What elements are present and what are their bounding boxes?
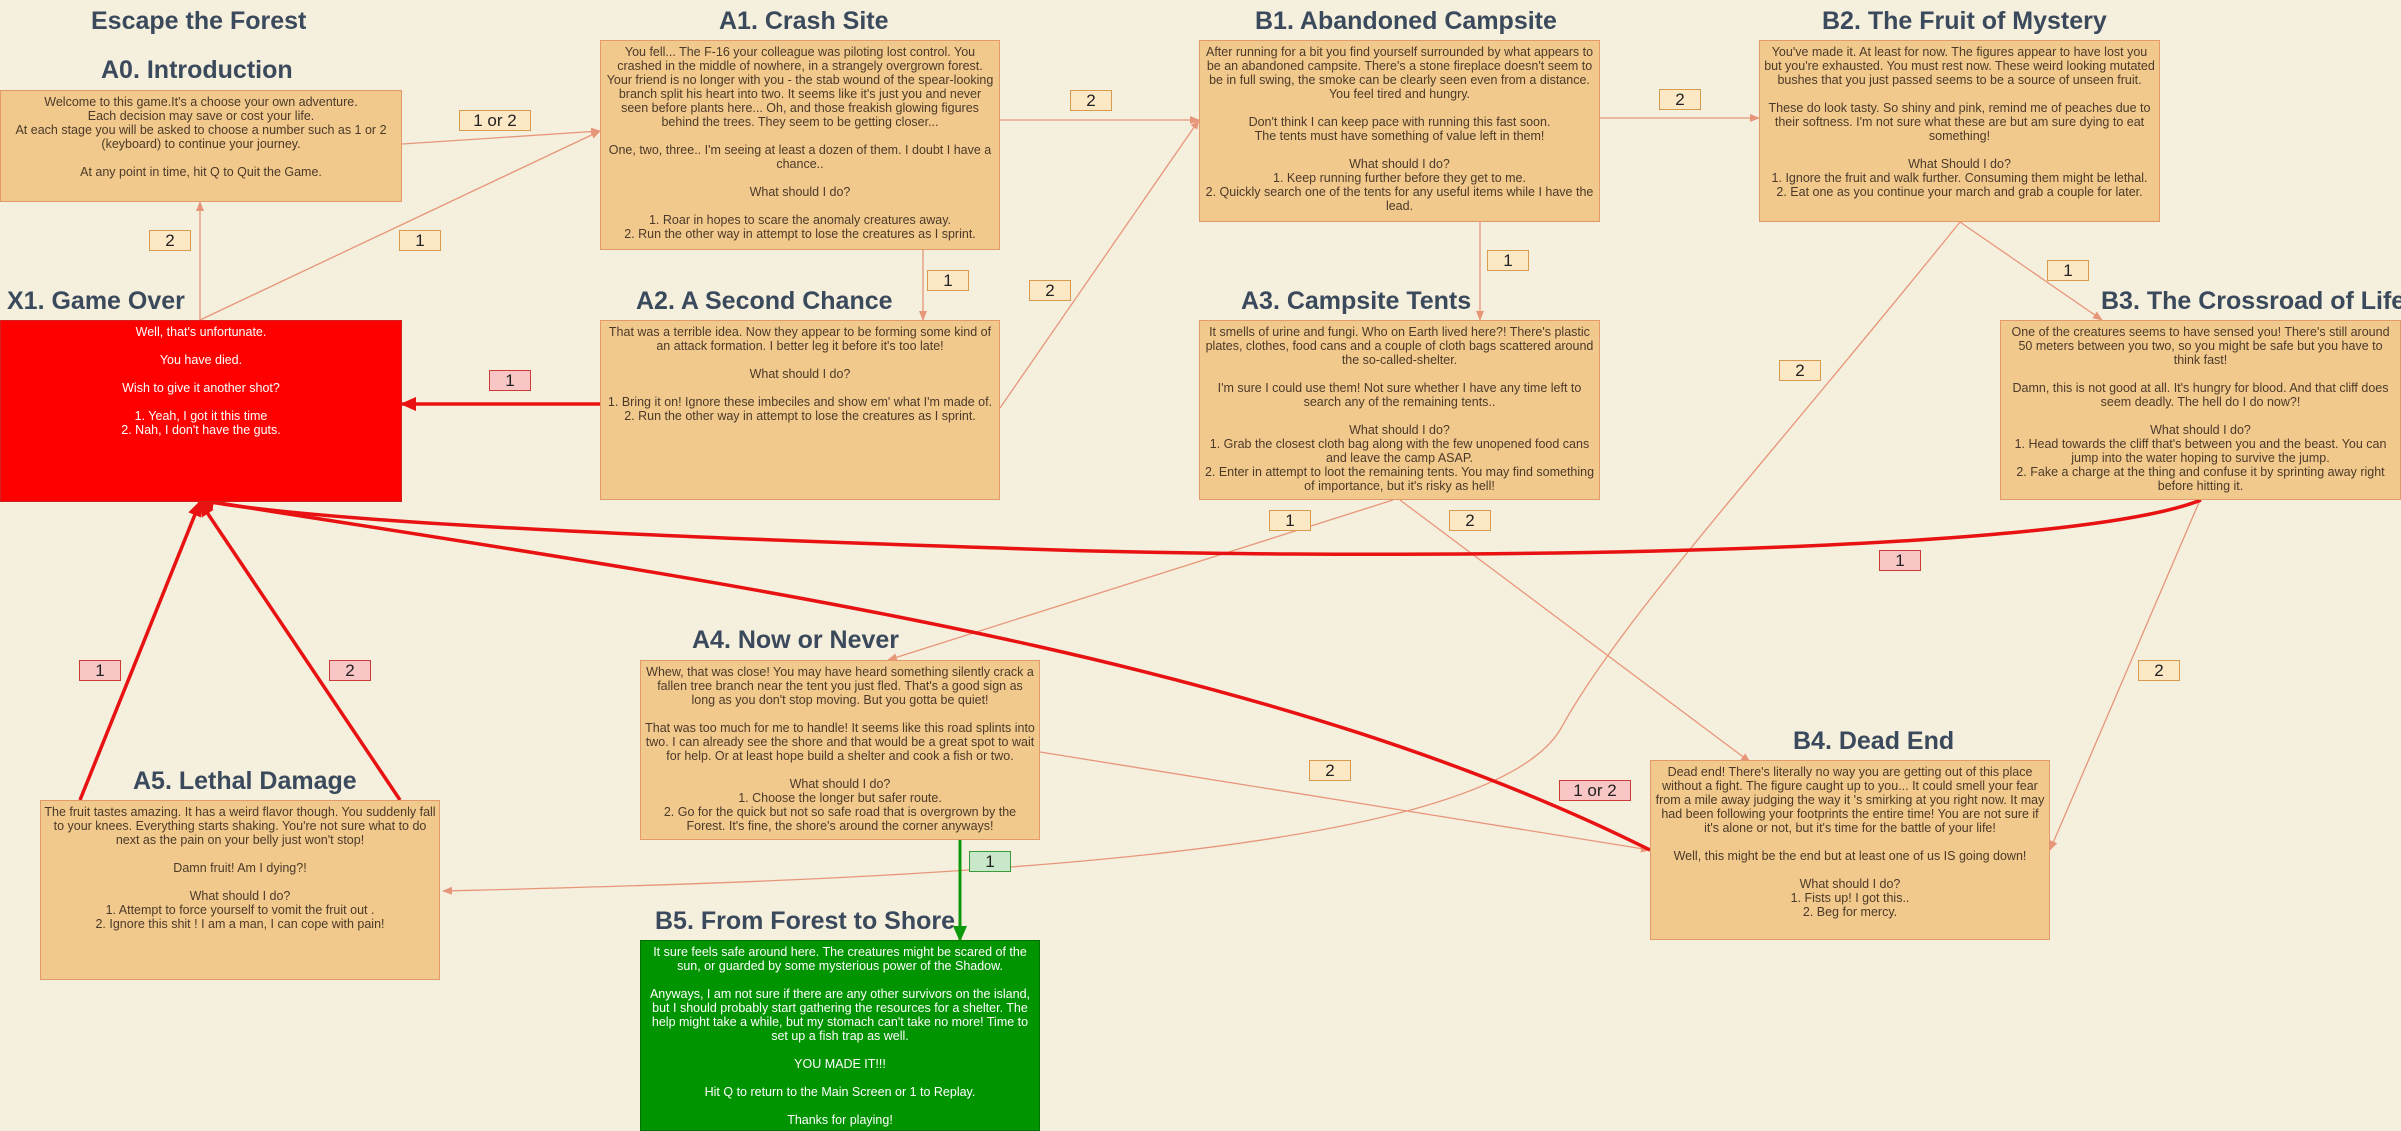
edge-b3-b4 [2049, 499, 2201, 851]
node-title-b1: B1. Abandoned Campsite [1255, 7, 1557, 35]
node-title-b2: B2. The Fruit of Mystery [1822, 7, 2107, 35]
edge-label-a2-b1: 2 [1029, 280, 1071, 301]
edge-label-b1-b2: 2 [1659, 89, 1701, 110]
edge-x1-a1 [199, 130, 601, 321]
node-title-a5: A5. Lethal Damage [133, 767, 357, 795]
edge-b2-b3 [1959, 221, 2103, 321]
edge-b2-a5 [442, 221, 1961, 895]
edge-b4-x1 [198, 495, 1651, 852]
edge-label-b2-b3: 1 [2047, 260, 2089, 281]
node-b1: After running for a bit you find yoursel… [1199, 40, 1600, 222]
edge-label-b2-a5: 2 [1779, 360, 1821, 381]
edge-label-a0-a1: 1 or 2 [459, 110, 531, 131]
edge-label-a2-x1: 1 [489, 370, 531, 391]
edge-a5-x1-1 [78, 500, 202, 801]
edge-label-a5-x1-1: 1 [79, 660, 121, 681]
node-x1: Well, that's unfortunate. You have died.… [0, 320, 402, 502]
node-title-a2: A2. A Second Chance [636, 287, 893, 315]
edge-a4-b4 [1039, 751, 1651, 853]
node-a0: Welcome to this game.It's a choose your … [0, 90, 402, 202]
node-b3: One of the creatures seems to have sense… [2000, 320, 2401, 500]
edge-label-a3-a4: 1 [1269, 510, 1311, 531]
page-title: Escape the Forest [91, 7, 307, 35]
node-title-a1: A1. Crash Site [719, 7, 889, 35]
node-title-a4: A4. Now or Never [692, 626, 900, 654]
node-title-x1: X1. Game Over [7, 287, 185, 315]
node-b5: It sure feels safe around here. The crea… [640, 940, 1040, 1131]
edge-label-x1-a0: 2 [149, 230, 191, 251]
edge-label-b3-x1: 1 [1879, 550, 1921, 571]
edge-b3-x1 [198, 495, 2202, 557]
node-a5: The fruit tastes amazing. It has a weird… [40, 800, 440, 980]
node-title-b5: B5. From Forest to Shore [655, 907, 956, 935]
node-a1: You fell... The F-16 your colleague was … [600, 40, 1000, 250]
node-a3: It smells of urine and fungi. Who on Ear… [1199, 320, 1600, 500]
node-a4: Whew, that was close! You may have heard… [640, 660, 1040, 840]
edge-label-a4-b4: 2 [1309, 760, 1351, 781]
node-a2: That was a terrible idea. Now they appea… [600, 320, 1000, 500]
node-title-b4: B4. Dead End [1793, 727, 1955, 755]
edge-label-x1-a1: 1 [399, 230, 441, 251]
edge-label-b3-b4: 2 [2138, 660, 2180, 681]
edge-label-b4-x1: 1 or 2 [1559, 780, 1631, 801]
edge-label-a5-x1-2: 2 [329, 660, 371, 681]
edge-a3-a4 [887, 499, 1394, 662]
node-b2: You've made it. At least for now. The fi… [1759, 40, 2160, 222]
edge-label-a4-b5: 1 [969, 851, 1011, 872]
edge-a0-a1 [401, 127, 601, 145]
node-b4: Dead end! There's literally no way you a… [1650, 760, 2050, 940]
edge-a2-b1 [999, 119, 1200, 409]
node-title-b3: B3. The Crossroad of Life [2101, 287, 2401, 315]
node-title-a3: A3. Campsite Tents [1241, 287, 1472, 315]
node-title-a0: A0. Introduction [101, 56, 293, 84]
edge-label-a1-a2: 1 [927, 270, 969, 291]
edge-a5-x1-2 [198, 500, 402, 801]
edge-label-b1-a3: 1 [1487, 250, 1529, 271]
edge-label-a3-b4: 2 [1449, 510, 1491, 531]
edge-a3-b4 [1399, 499, 1751, 763]
edge-label-a1-b1: 2 [1070, 90, 1112, 111]
